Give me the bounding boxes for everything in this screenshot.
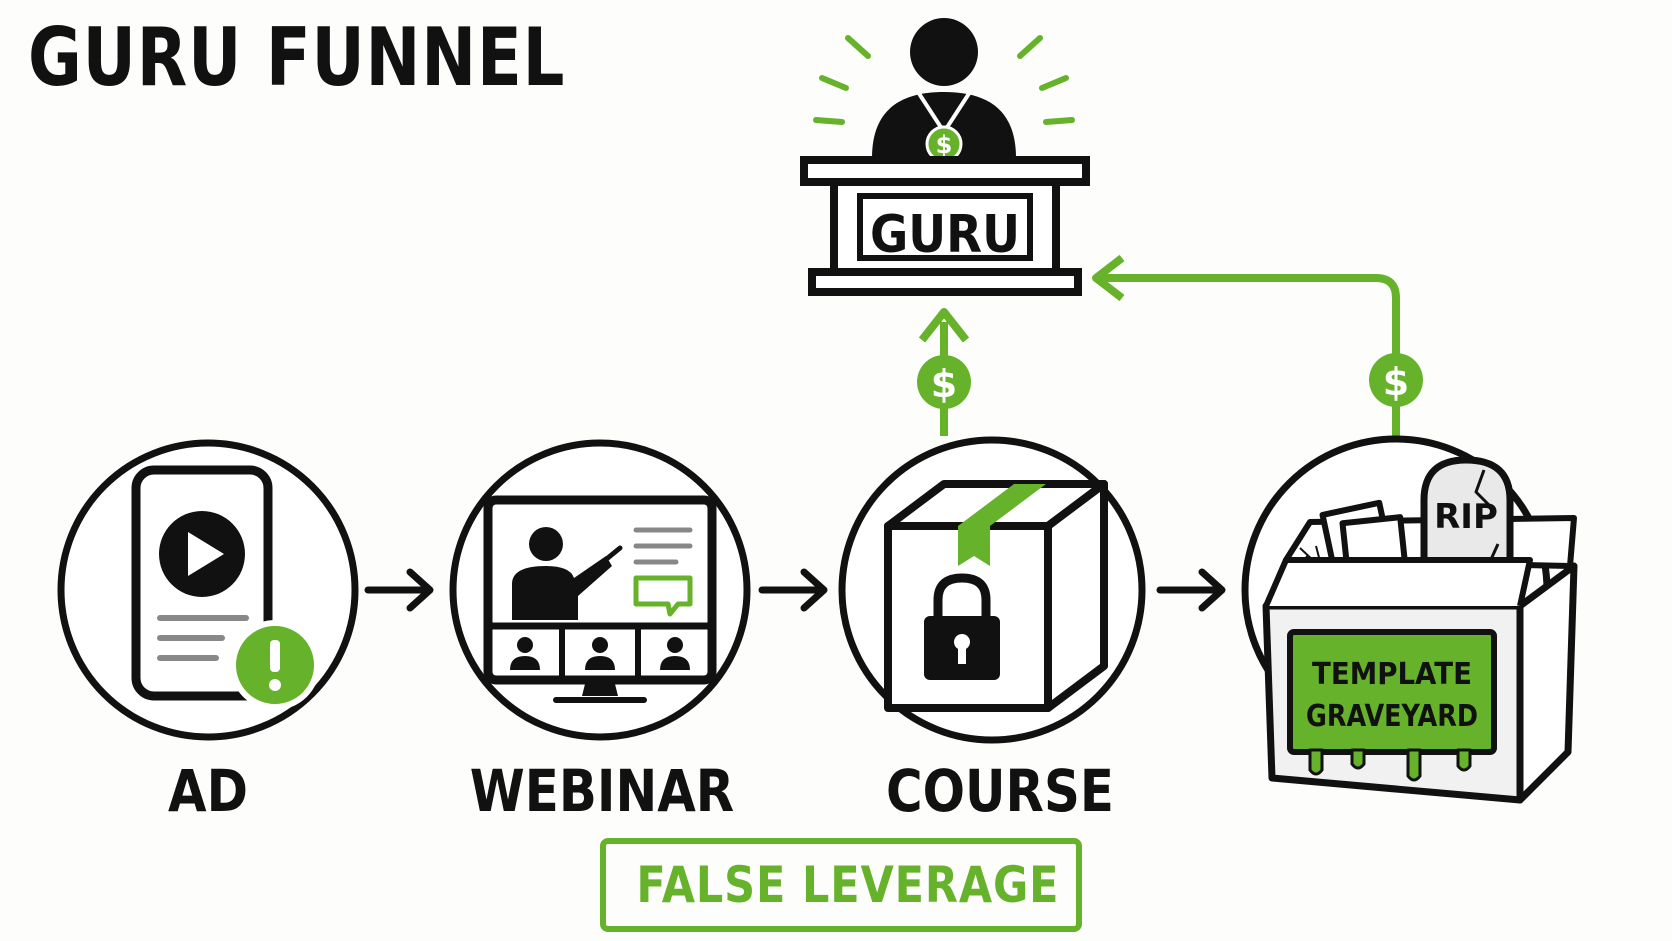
money-flow-course-to-guru: $ xyxy=(917,308,971,436)
guru-at-podium-icon: $ GURU xyxy=(800,18,1090,296)
svg-text:$: $ xyxy=(931,362,957,406)
node-label-webinar: WEBINAR xyxy=(469,757,735,825)
page-title: GURU FUNNEL xyxy=(28,11,566,104)
dollar-coin-icon xyxy=(1369,353,1423,407)
node-ad xyxy=(57,439,359,741)
template-graveyard-box-icon: RIP TEMPLATE GRAVEYARD xyxy=(1262,456,1578,804)
phone-video-ad-icon xyxy=(131,465,320,710)
webinar-monitor-icon xyxy=(483,495,717,703)
graveyard-sign-line1: TEMPLATE xyxy=(1312,657,1472,692)
node-webinar xyxy=(449,439,751,741)
false-leverage-stamp: FALSE LEVERAGE xyxy=(600,838,1082,932)
attendees-icon xyxy=(510,637,690,670)
arrow-ad-to-webinar xyxy=(364,568,434,612)
money-flow-graveyard-to-guru: $ xyxy=(1092,254,1423,436)
node-label-course: COURSE xyxy=(886,757,1114,825)
graveyard-sign-line2: GRAVEYARD xyxy=(1306,699,1478,734)
node-label-ad: AD xyxy=(167,757,249,825)
svg-text:$: $ xyxy=(936,131,953,159)
radiating-rays-icon xyxy=(813,35,1075,125)
locked-box-icon xyxy=(884,480,1108,712)
tombstone-label: RIP xyxy=(1434,497,1498,537)
node-template-graveyard: RIP TEMPLATE GRAVEYARD xyxy=(1241,435,1578,804)
chat-bubble-icon xyxy=(633,575,693,617)
dollar-coin-icon xyxy=(917,355,971,409)
guru-label: GURU xyxy=(870,205,1020,265)
svg-text:$: $ xyxy=(1383,360,1409,404)
arrow-course-to-graveyard xyxy=(1156,568,1226,612)
node-course xyxy=(838,436,1146,744)
false-leverage-label: FALSE LEVERAGE xyxy=(636,856,1060,914)
arrow-webinar-to-course xyxy=(758,568,828,612)
